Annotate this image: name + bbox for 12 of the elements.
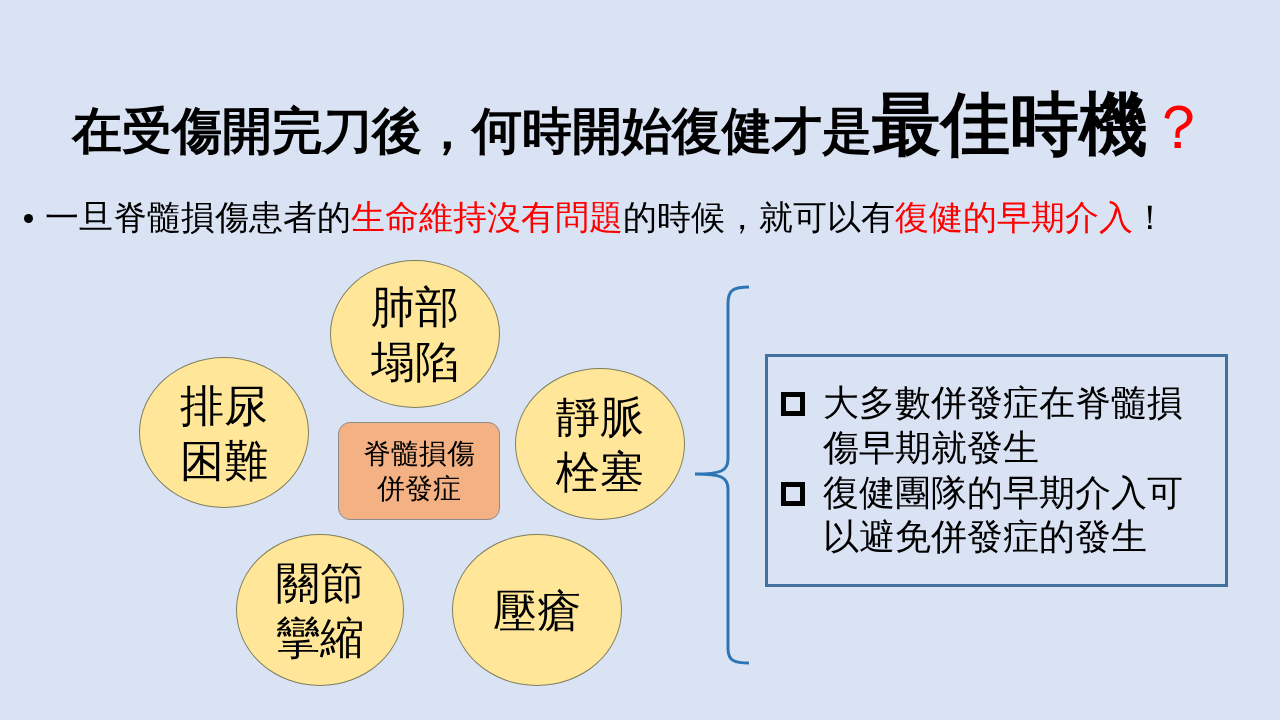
node-label: 肺部塌陷 (370, 280, 460, 389)
node-label: 靜脈栓塞 (555, 390, 645, 499)
bullet-text: 復健團隊的早期介入可以避免併發症的發生 (823, 470, 1184, 560)
node-label: 脊髓損傷併發症 (362, 436, 476, 506)
bullet-text: 一旦脊髓損傷患者的生命維持沒有問題的時候，就可以有復健的早期介入！ (45, 197, 1167, 238)
bullet-text: 大多數併發症在脊髓損傷早期就發生 (823, 381, 1184, 470)
node-label: 排尿困難 (179, 378, 269, 488)
text-box (765, 354, 1228, 587)
rounded-box (338, 422, 500, 520)
node-label: 壓瘡 (493, 583, 581, 638)
node-label: 關節攣縮 (275, 556, 365, 665)
slide-title: 在受傷開完刀後，何時開始復健才是最佳時機？ (71, 84, 1209, 164)
